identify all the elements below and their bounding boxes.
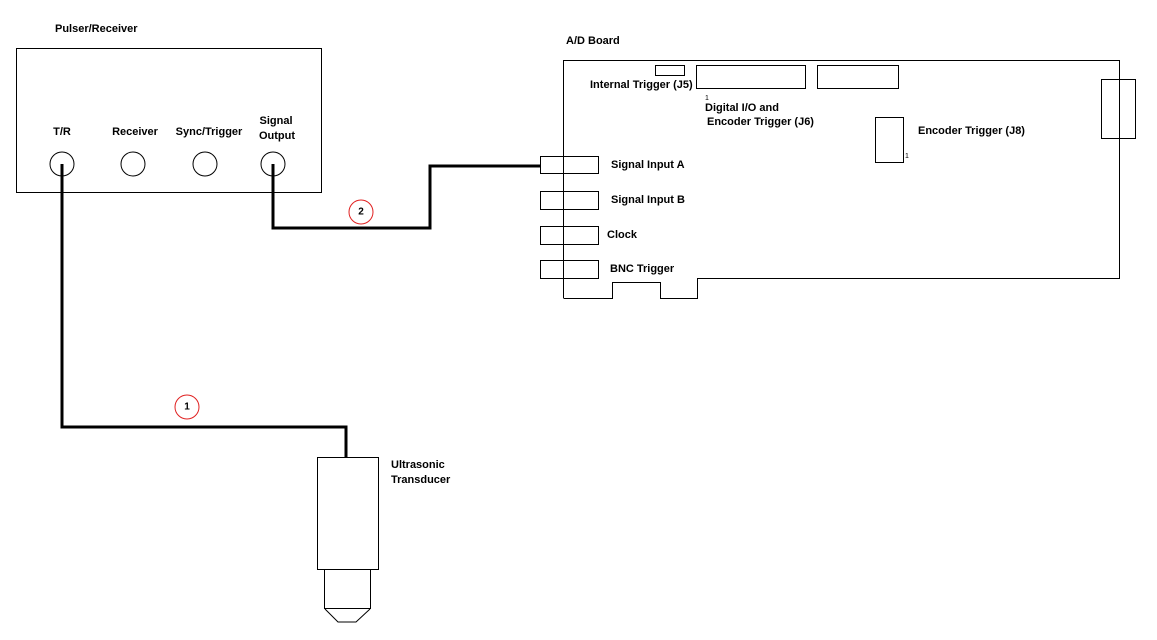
clock-connector <box>540 226 599 245</box>
signal-input-b-label: Signal Input B <box>611 194 685 206</box>
bracket-connector <box>1101 79 1136 139</box>
transducer-neck <box>324 569 371 609</box>
sync-trigger-port <box>192 151 218 177</box>
transducer-tip <box>324 608 371 623</box>
transducer-body <box>317 457 379 570</box>
transducer-label-2: Transducer <box>391 474 451 486</box>
j8-pin-label: 1 <box>905 153 909 160</box>
receiver-port <box>120 151 146 177</box>
pulser-receiver-box <box>16 48 322 193</box>
j8-label: Encoder Trigger (J8) <box>918 125 1025 137</box>
j6-label-1: Digital I/O and <box>705 102 779 114</box>
pulser-title: Pulser/Receiver <box>55 23 138 35</box>
cable-1 <box>60 164 348 457</box>
ad-board-outline <box>563 60 1120 299</box>
j6-label-2: Encoder Trigger (J6) <box>707 116 814 128</box>
receiver-label: Receiver <box>112 126 158 138</box>
j6-connector <box>696 65 806 89</box>
bnc-trigger-label: BNC Trigger <box>610 263 675 275</box>
header-connector <box>817 65 899 89</box>
j6-pin-label: 1 <box>705 95 709 102</box>
signal-input-a-connector <box>540 156 599 174</box>
j8-connector <box>875 117 904 163</box>
tr-label: T/R <box>53 126 71 138</box>
sync-trigger-label: Sync/Trigger <box>175 126 243 138</box>
j5-label: Internal Trigger (J5) <box>590 79 693 91</box>
cable-1-marker <box>174 394 200 420</box>
signal-output-label-1: Signal <box>259 115 293 127</box>
cable-2-marker <box>348 199 374 225</box>
j5-connector <box>655 65 685 76</box>
signal-input-b-connector <box>540 191 599 210</box>
clock-label: Clock <box>607 229 637 241</box>
bnc-trigger-connector <box>540 260 599 279</box>
signal-output-label-2: Output <box>258 130 296 142</box>
cable-2 <box>271 164 540 230</box>
transducer-label-1: Ultrasonic <box>391 459 445 471</box>
board-title: A/D Board <box>566 35 620 47</box>
cable-1-label: 1 <box>184 401 190 413</box>
cable-2-label: 2 <box>358 206 364 218</box>
signal-input-a-label: Signal Input A <box>611 159 685 171</box>
